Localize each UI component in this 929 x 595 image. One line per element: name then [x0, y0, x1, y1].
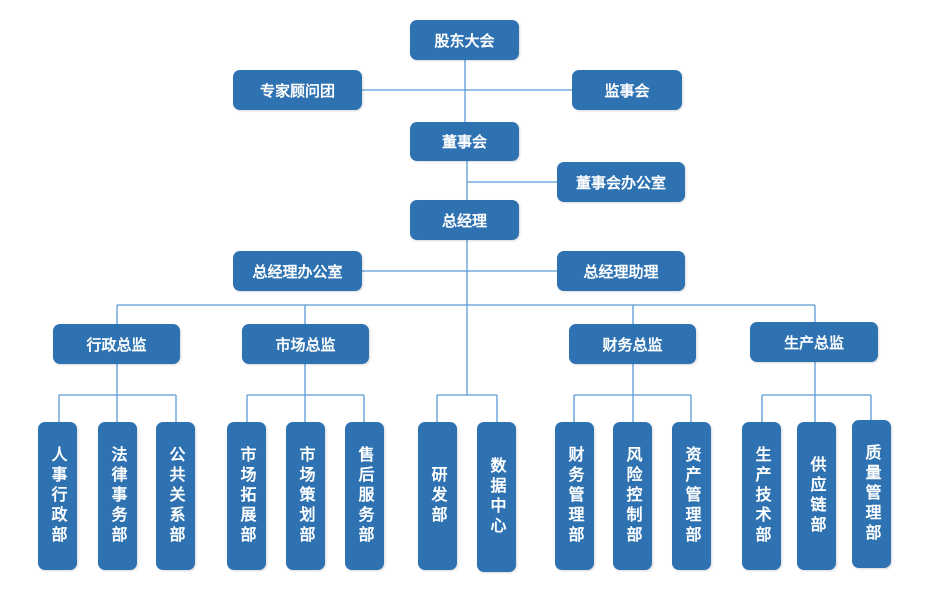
- node-board-office: 董事会办公室: [557, 162, 685, 202]
- node-marketing-director: 市场总监: [242, 324, 369, 364]
- dept-finance-mgmt: 财务管理部: [555, 422, 594, 570]
- dept-asset-mgmt: 资产管理部: [672, 422, 711, 570]
- dept-risk-control: 风险控制部: [613, 422, 652, 570]
- node-finance-director: 财务总监: [569, 324, 696, 364]
- dept-after-sales: 售后服务部: [345, 422, 384, 570]
- node-production-director: 生产总监: [750, 322, 878, 362]
- node-advisors: 专家顾问团: [233, 70, 362, 110]
- dept-market-expansion: 市场拓展部: [227, 422, 266, 570]
- dept-public-relations: 公共关系部: [156, 422, 195, 570]
- node-gm-assistant: 总经理助理: [557, 251, 685, 291]
- node-gm-office: 总经理办公室: [233, 251, 362, 291]
- dept-market-planning: 市场策划部: [286, 422, 325, 570]
- dept-rnd: 研发部: [418, 422, 457, 570]
- dept-data-center: 数据中心: [477, 422, 516, 572]
- dept-quality-mgmt: 质量管理部: [852, 420, 891, 568]
- node-admin-director: 行政总监: [53, 324, 180, 364]
- node-supervisors: 监事会: [572, 70, 682, 110]
- dept-hr-admin: 人事行政部: [38, 422, 77, 570]
- dept-supply-chain: 供应链部: [797, 422, 836, 570]
- node-board: 董事会: [410, 122, 519, 161]
- dept-legal: 法律事务部: [98, 422, 137, 570]
- node-gm: 总经理: [410, 200, 519, 240]
- node-shareholders: 股东大会: [410, 20, 519, 60]
- dept-production-tech: 生产技术部: [742, 422, 781, 570]
